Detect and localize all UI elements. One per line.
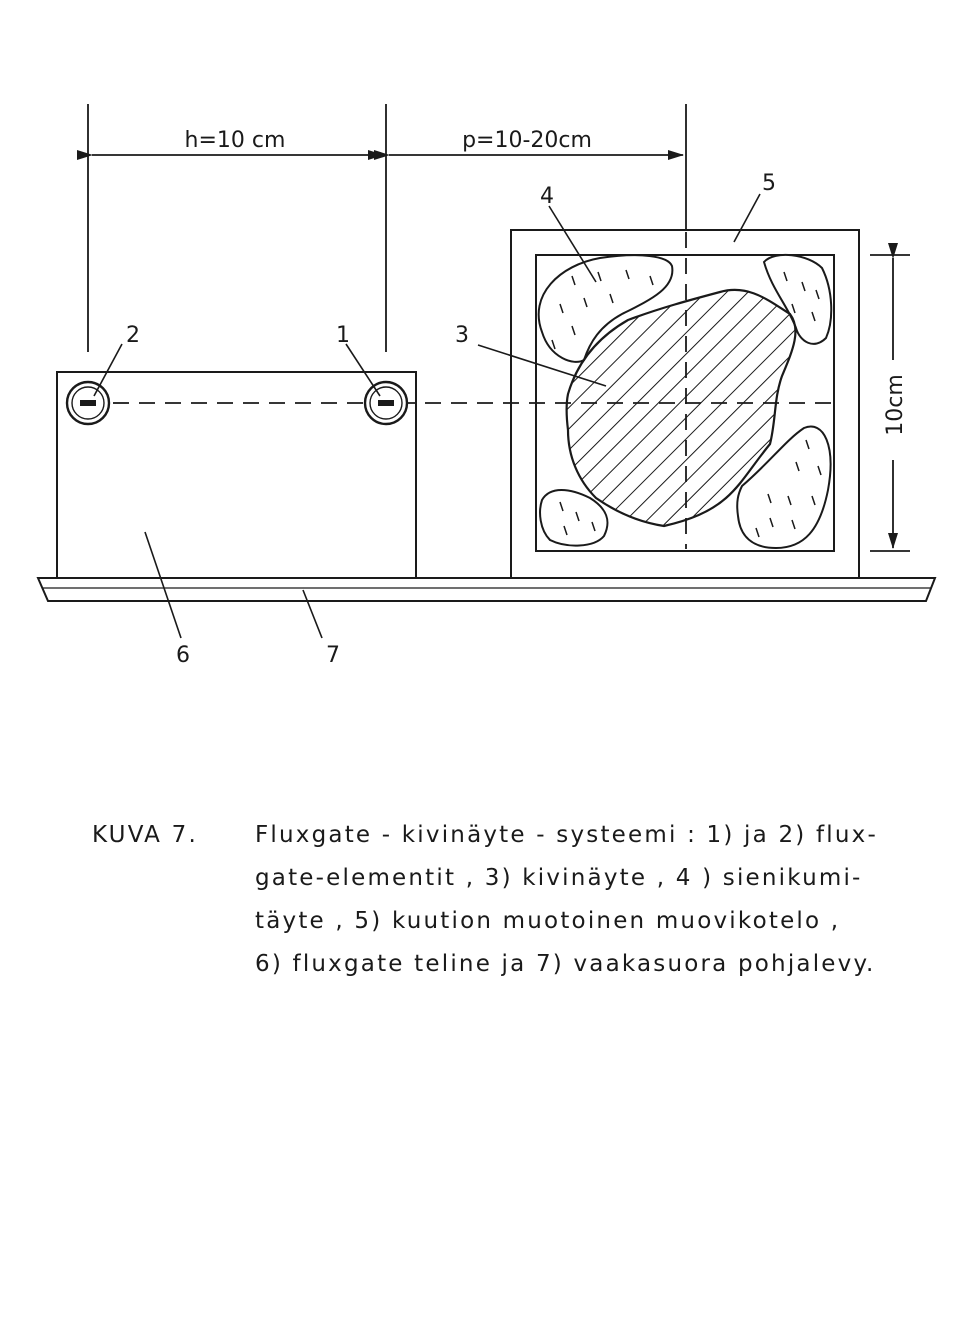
caption-label: KUVA 7. [92,822,198,848]
fluxgate-system-drawing: h=10 cm p=10-20cm [36,104,937,668]
dimension-h: h=10 cm [77,128,384,160]
caption-line-1: Fluxgate - kivinäyte - systeemi : 1) ja … [255,822,878,848]
callout-3: 3 [455,323,469,348]
dimension-side: 10cm [870,243,910,552]
rock-sample [565,288,797,528]
extension-lines [87,104,687,352]
cube-housing [510,229,860,579]
callout-1: 1 [336,323,350,348]
dimension-side-label: 10cm [883,374,908,436]
callout-2: 2 [126,323,140,348]
fluxgate-element-1 [363,380,409,426]
callout-7: 7 [326,643,340,668]
callout-5: 5 [762,171,776,196]
callout-numbers: 2 1 3 4 5 6 7 [126,171,776,668]
caption-line-3: täyte , 5) kuution muotoinen muovikotelo… [255,908,841,934]
dimension-p-label: p=10-20cm [462,128,592,153]
caption-first-row: KUVA 7. Fluxgate - kivinäyte - systeemi … [92,822,952,848]
caption-line-2: gate-elementit , 3) kivinäyte , 4 ) sien… [255,865,863,891]
fluxgate-element-2 [65,380,111,426]
figure-caption: KUVA 7. Fluxgate - kivinäyte - systeemi … [92,822,952,994]
leader-lines [93,193,761,639]
sponge-texture [551,269,822,538]
callout-6: 6 [176,643,190,668]
dimension-h-label: h=10 cm [185,128,286,153]
base-plate [36,577,937,602]
caption-line-4: 6) fluxgate teline ja 7) vaakasuora pohj… [255,951,876,977]
sponge-rubber-fill [537,253,833,550]
fluxgate-holder [56,371,417,579]
dimension-p: p=10-20cm [374,128,684,160]
callout-4: 4 [540,184,554,209]
